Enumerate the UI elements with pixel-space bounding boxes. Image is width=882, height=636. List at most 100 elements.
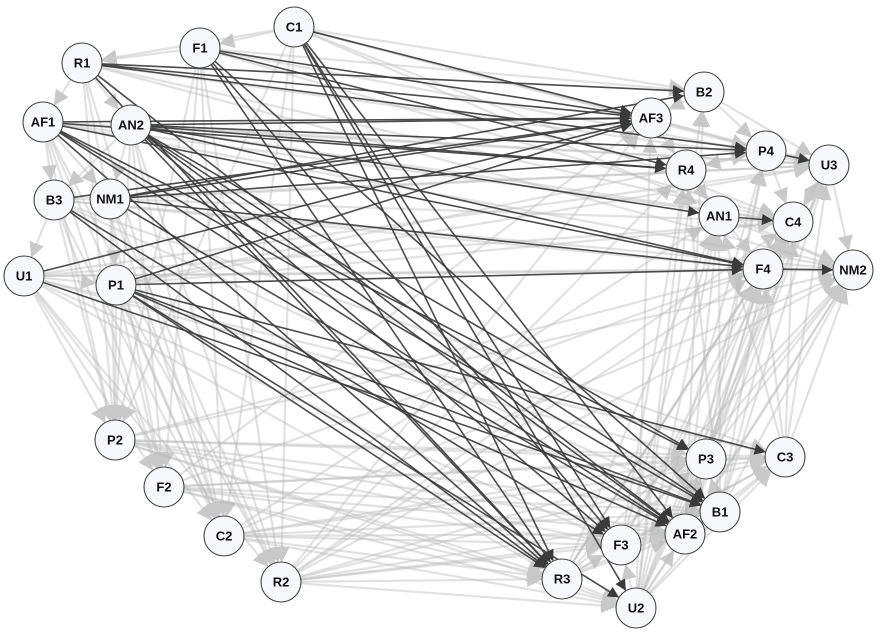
- node-label: U2: [628, 600, 645, 615]
- edge-nm1-af3: [129, 117, 632, 197]
- node-u2[interactable]: U2: [615, 587, 657, 629]
- node-an1[interactable]: AN1: [698, 195, 740, 237]
- node-b1[interactable]: B1: [699, 491, 741, 533]
- edge-p1-r2: [124, 301, 272, 565]
- edge-b2-u3: [720, 101, 813, 156]
- edge-r2-c4: [296, 233, 778, 572]
- edge-c3-f4: [759, 288, 784, 438]
- edge-f1-r2: [201, 67, 284, 563]
- edge-u1-p2: [32, 292, 106, 423]
- node-circle: [665, 149, 707, 191]
- edge-c2-p3: [243, 456, 687, 534]
- edge-r2-r3: [300, 571, 543, 588]
- node-p3[interactable]: P3: [685, 438, 727, 480]
- node-r1[interactable]: R1: [61, 42, 103, 84]
- edge-u2-f3: [621, 563, 637, 589]
- edge-af3-p4: [669, 122, 748, 149]
- edge-nm1-p4: [129, 147, 747, 199]
- node-nm2[interactable]: NM2: [832, 249, 874, 291]
- node-circle: [179, 27, 221, 69]
- edge-b3-c2: [62, 217, 216, 519]
- edge-b1-f4: [722, 288, 765, 493]
- edge-p1-b1: [134, 291, 702, 507]
- node-nm1[interactable]: NM1: [89, 178, 131, 220]
- edge-r4-an1: [692, 183, 708, 201]
- edge-c3-nm2: [790, 288, 849, 439]
- node-circle: [685, 438, 727, 480]
- node-u1[interactable]: U1: [3, 255, 45, 297]
- edge-f3-nm2: [633, 284, 841, 531]
- edge-nm1-f4: [129, 200, 744, 272]
- node-circle: [808, 144, 850, 186]
- node-b2[interactable]: B2: [683, 71, 725, 113]
- node-af2[interactable]: AF2: [664, 513, 706, 555]
- edge-b3-c3: [72, 205, 767, 453]
- edge-p2-r3: [133, 444, 544, 577]
- edge-an1-c4: [738, 213, 774, 226]
- edge-b3-f3: [70, 209, 605, 535]
- edge-c3-u3: [786, 184, 832, 438]
- edge-r3-an1: [568, 233, 713, 562]
- node-circle: [683, 71, 725, 113]
- node-label: R3: [554, 571, 571, 586]
- node-f1[interactable]: F1: [179, 27, 221, 69]
- node-f3[interactable]: F3: [600, 524, 642, 566]
- node-label: NM2: [839, 262, 866, 277]
- edge-c2-nm2: [241, 276, 836, 530]
- node-p4[interactable]: P4: [745, 130, 787, 172]
- edge-u2-c3: [649, 470, 772, 595]
- edge-r3-p3: [576, 471, 692, 568]
- node-circle: [260, 561, 302, 603]
- node-r4[interactable]: R4: [665, 149, 707, 191]
- edge-b1-nm2: [728, 287, 844, 496]
- edge-r1-af1: [53, 79, 72, 106]
- node-af3[interactable]: AF3: [630, 97, 672, 139]
- node-label: F4: [755, 261, 771, 276]
- edge-r3-u2: [580, 585, 618, 603]
- node-p1[interactable]: P1: [95, 264, 137, 306]
- edge-af1-af2: [59, 132, 669, 524]
- node-c3[interactable]: C3: [764, 436, 806, 478]
- edge-c1-r2: [274, 46, 295, 563]
- node-label: P4: [758, 143, 775, 158]
- node-label: U3: [821, 157, 838, 172]
- node-af1[interactable]: AF1: [22, 101, 64, 143]
- edge-af1-c2: [50, 139, 218, 519]
- edge-p1-f2: [119, 304, 164, 469]
- strong-edges-group: [42, 31, 834, 598]
- node-f4[interactable]: F4: [742, 248, 784, 290]
- edge-r1-p2: [82, 82, 120, 421]
- edge-r3-f3: [578, 554, 605, 570]
- node-r2[interactable]: R2: [260, 561, 302, 603]
- node-f2[interactable]: F2: [143, 466, 185, 508]
- node-circle: [89, 178, 131, 220]
- edge-c2-f3: [243, 535, 602, 552]
- edge-f1-p2: [114, 67, 197, 421]
- node-c2[interactable]: C2: [203, 515, 245, 557]
- node-p2[interactable]: P2: [94, 419, 136, 461]
- node-circle: [3, 255, 45, 297]
- edge-u1-f3: [41, 283, 604, 538]
- edge-p2-af2: [134, 442, 666, 536]
- node-u3[interactable]: U3: [808, 144, 850, 186]
- node-label: R2: [273, 574, 290, 589]
- node-label: B1: [712, 504, 729, 519]
- edge-an2-af2: [146, 136, 670, 523]
- node-b3[interactable]: B3: [33, 179, 75, 221]
- edge-af1-p3: [60, 130, 689, 451]
- node-an2[interactable]: AN2: [110, 104, 152, 146]
- edge-nm1-af2: [126, 208, 668, 525]
- node-c4[interactable]: C4: [772, 201, 814, 243]
- node-c1[interactable]: C1: [273, 6, 315, 48]
- node-r3[interactable]: R3: [541, 558, 583, 600]
- edge-r2-u2: [300, 582, 617, 614]
- edge-af1-b1: [59, 131, 703, 503]
- edge-r1-p4: [101, 64, 747, 153]
- edge-r2-b1: [300, 509, 701, 580]
- edge-c1-f3: [303, 43, 611, 529]
- edge-u1-f4: [43, 261, 744, 278]
- node-circle: [541, 558, 583, 600]
- edge-f1-b2: [219, 48, 685, 97]
- edge-u3-nm2: [832, 184, 853, 252]
